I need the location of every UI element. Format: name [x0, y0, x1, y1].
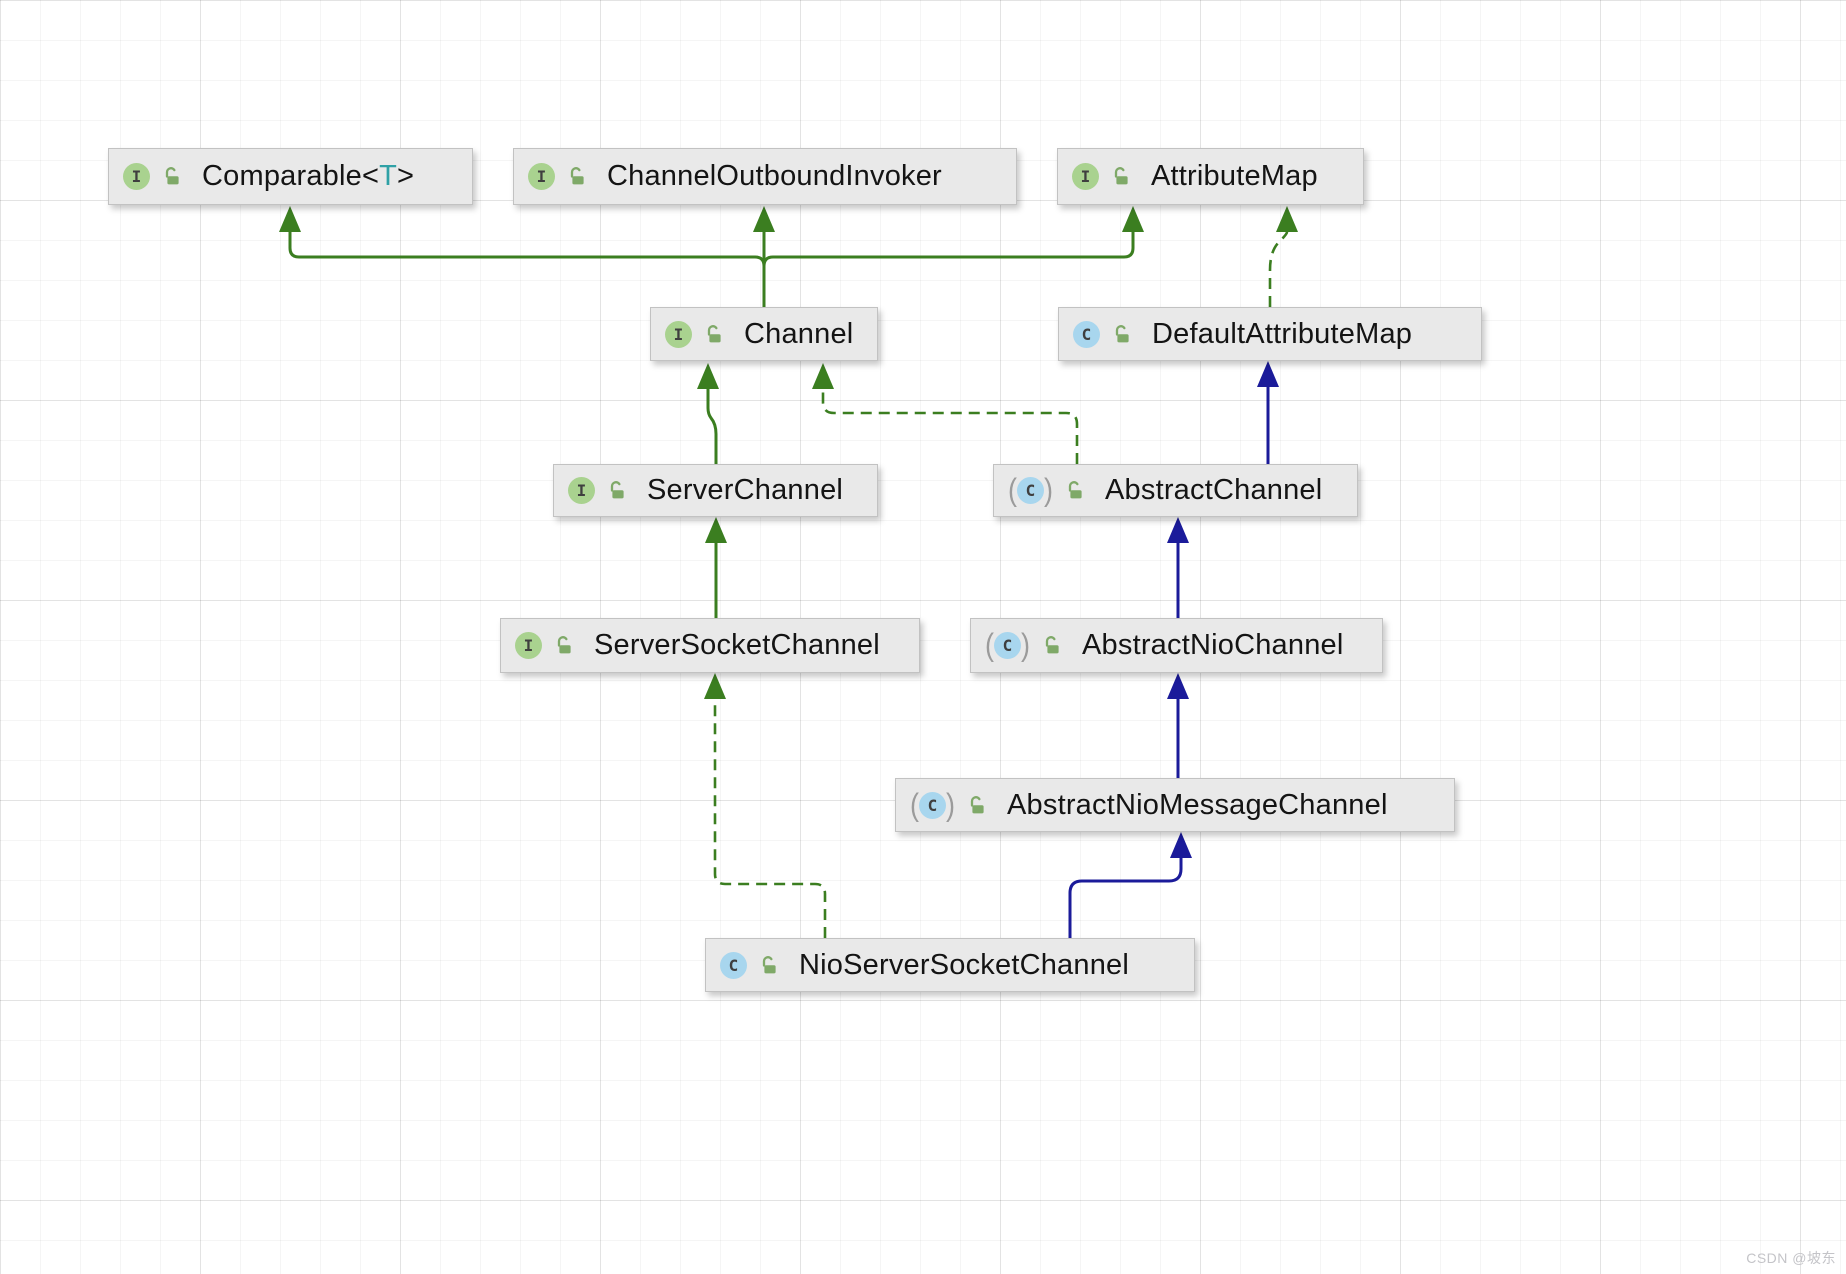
type-icon: ( C ) — [1008, 472, 1053, 508]
interface-icon: I — [528, 163, 555, 190]
edge-default-attribute-map-implements-attribute-map — [1268, 231, 1289, 307]
label-text: AbstractNioMessageChannel — [1007, 788, 1388, 821]
node-default-attribute-map[interactable]: ( C ) DefaultAttributeMap — [1058, 307, 1482, 361]
type-icon: ( I ) — [1072, 163, 1099, 190]
arrowhead-nio-server-socket-channel-to-server-socket-channel — [704, 673, 726, 699]
public-visibility-lock-icon — [1041, 635, 1062, 656]
public-visibility-lock-icon — [966, 795, 987, 816]
type-icon: ( I ) — [515, 632, 542, 659]
arrowhead-server-socket-channel-to-server-channel — [705, 517, 727, 543]
node-abstract-nio-message-channel[interactable]: ( C ) AbstractNioMessageChannel — [895, 778, 1455, 832]
edge-abstract-channel-implements-channel — [821, 387, 1079, 464]
label-text: NioServerSocketChannel — [799, 948, 1130, 981]
label-text: ServerChannel — [647, 474, 844, 506]
class-name-label: NioServerSocketChannel — [789, 949, 1129, 982]
type-icon: ( I ) — [528, 163, 555, 190]
class-name-label: AbstractNioChannel — [1072, 629, 1344, 662]
arrowhead-default-attribute-map-to-attribute-map — [1276, 206, 1298, 232]
type-icon: ( C ) — [910, 787, 955, 822]
node-attribute-map[interactable]: ( I ) AttributeMap — [1057, 148, 1364, 205]
abstract-paren-left: ( — [910, 787, 919, 822]
edge-channel-extends-attribute-map — [762, 232, 1135, 307]
class-name-label: Comparable<T> — [192, 160, 414, 193]
type-icon: ( I ) — [568, 477, 595, 504]
type-icon: ( C ) — [1073, 320, 1100, 348]
class-name-label: ChannelOutboundInvoker — [597, 160, 942, 193]
public-visibility-lock-icon — [553, 635, 574, 656]
public-visibility-lock-icon — [161, 166, 182, 187]
node-nio-server-socket-channel[interactable]: ( C ) NioServerSocketChannel — [705, 938, 1195, 992]
type-icon: ( I ) — [665, 320, 692, 348]
generic-type-param: T — [379, 160, 398, 192]
label-text: ChannelOutboundInvoker — [607, 160, 942, 192]
type-icon: ( I ) — [123, 163, 150, 190]
label-text: Comparable< — [202, 160, 380, 192]
node-server-channel[interactable]: ( I ) ServerChannel — [553, 464, 878, 517]
public-visibility-lock-icon — [703, 324, 724, 345]
arrowhead-channel-to-comparable — [279, 206, 301, 232]
class-name-label: ServerSocketChannel — [584, 629, 880, 662]
arrowhead-server-channel-to-channel — [697, 363, 719, 389]
arrowhead-abstract-channel-to-default-attribute-map — [1257, 361, 1279, 387]
type-icon: ( C ) — [720, 951, 747, 979]
public-visibility-lock-icon — [1111, 324, 1132, 345]
class-icon: C — [1073, 320, 1100, 348]
edge-nio-server-socket-channel-implements-server-socket-channel — [713, 697, 827, 938]
arrowhead-abstract-nio-message-channel-to-abstract-nio-channel — [1167, 673, 1189, 699]
node-channel-outbound-invoker[interactable]: ( I ) ChannelOutboundInvoker — [513, 148, 1017, 205]
arrowhead-abstract-nio-channel-to-abstract-channel — [1167, 517, 1189, 543]
class-name-label: AttributeMap — [1141, 160, 1318, 193]
node-abstract-channel[interactable]: ( C ) AbstractChannel — [993, 464, 1358, 517]
class-name-label: ServerChannel — [637, 474, 843, 507]
public-visibility-lock-icon — [1110, 166, 1131, 187]
label-text: DefaultAttributeMap — [1152, 317, 1413, 350]
label-text: > — [397, 160, 415, 192]
edge-nio-server-socket-channel-extends-abstract-nio-message-channel — [1068, 856, 1183, 938]
watermark: CSDN @坡东 — [1746, 1250, 1836, 1266]
node-comparable[interactable]: ( I ) Comparable<T> — [108, 148, 473, 205]
class-name-label: AbstractChannel — [1095, 474, 1322, 507]
abstract-paren-right: ) — [946, 787, 955, 822]
class-name-label: Channel — [734, 318, 853, 351]
public-visibility-lock-icon — [606, 480, 627, 501]
abstract-paren-right: ) — [1021, 627, 1030, 663]
class-name-label: AbstractNioMessageChannel — [997, 789, 1388, 822]
label-text: AbstractChannel — [1105, 474, 1323, 506]
arrowhead-channel-to-channel-outbound-invoker — [753, 206, 775, 232]
class-icon: C — [720, 951, 747, 979]
interface-icon: I — [665, 320, 692, 348]
abstract-class-icon: C — [1017, 477, 1044, 504]
interface-icon: I — [123, 163, 150, 190]
arrowhead-nio-server-socket-channel-to-abstract-nio-message-channel — [1170, 832, 1192, 858]
abstract-class-icon: C — [994, 632, 1021, 659]
label-text: ServerSocketChannel — [594, 629, 880, 661]
abstract-paren-left: ( — [1008, 472, 1017, 508]
node-channel[interactable]: ( I ) Channel — [650, 307, 878, 361]
interface-icon: I — [1072, 163, 1099, 190]
node-abstract-nio-channel[interactable]: ( C ) AbstractNioChannel — [970, 618, 1383, 673]
type-icon: ( C ) — [985, 627, 1030, 663]
interface-icon: I — [568, 477, 595, 504]
edge-channel-extends-comparable — [288, 232, 766, 307]
label-text: AbstractNioChannel — [1082, 629, 1344, 661]
abstract-class-icon: C — [919, 791, 946, 819]
public-visibility-lock-icon — [758, 955, 779, 976]
class-name-label: DefaultAttributeMap — [1142, 318, 1412, 351]
edge-server-channel-extends-channel — [706, 387, 718, 464]
interface-icon: I — [515, 632, 542, 659]
arrowhead-abstract-channel-to-channel — [812, 363, 834, 389]
public-visibility-lock-icon — [566, 166, 587, 187]
abstract-paren-right: ) — [1044, 472, 1053, 508]
public-visibility-lock-icon — [1064, 480, 1085, 501]
arrowhead-channel-to-attribute-map — [1122, 206, 1144, 232]
label-text: Channel — [744, 317, 854, 350]
label-text: AttributeMap — [1151, 160, 1318, 192]
abstract-paren-left: ( — [985, 627, 994, 663]
node-server-socket-channel[interactable]: ( I ) ServerSocketChannel — [500, 618, 920, 673]
